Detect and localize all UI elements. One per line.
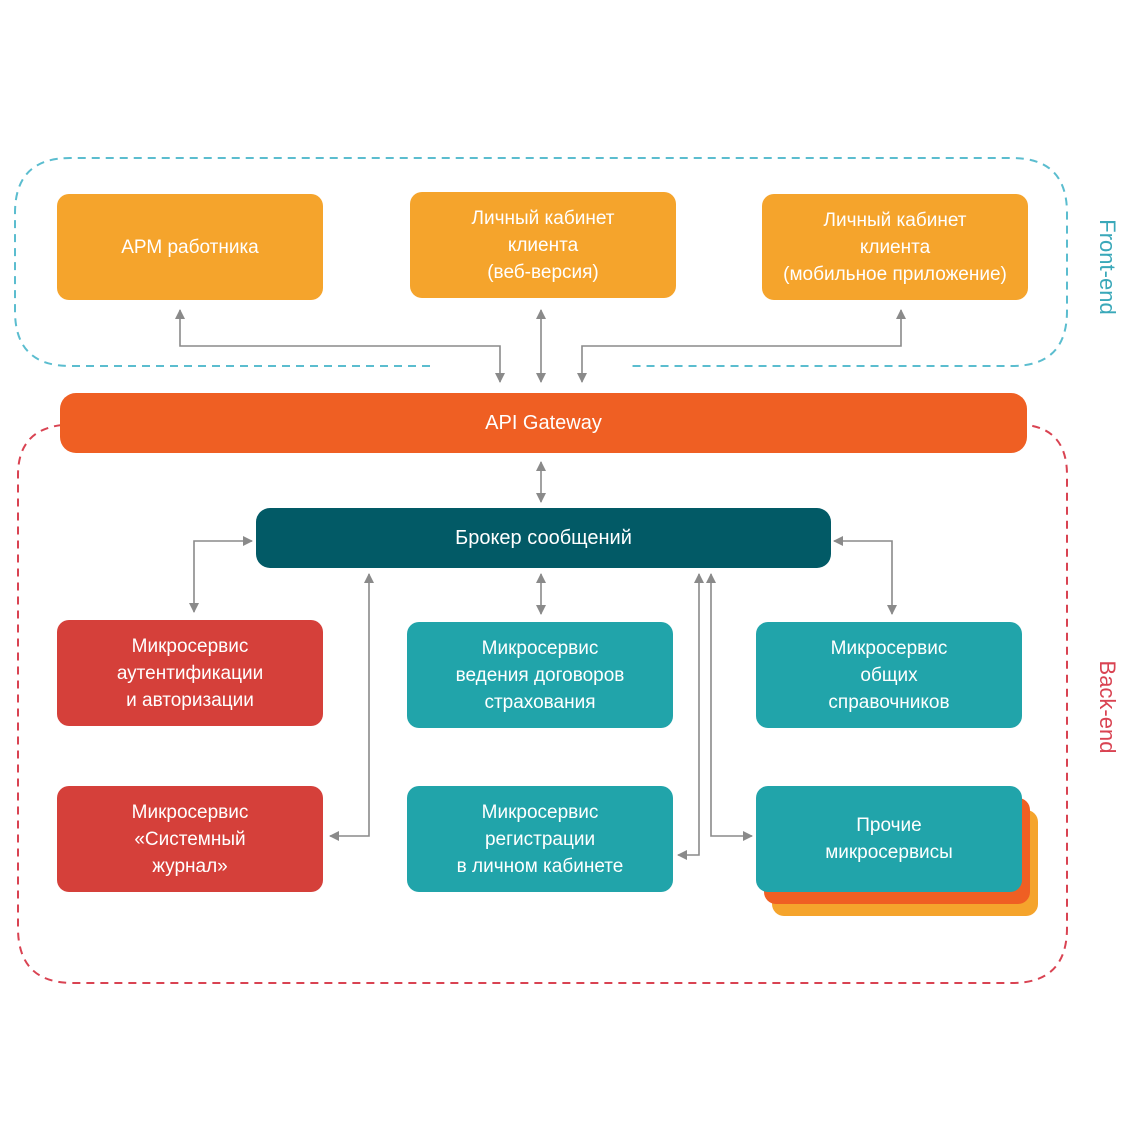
back-end-label: Back-end [1095,660,1120,754]
arrow-broker-auth [189,536,253,613]
mobile-cabinet-box: Личный кабинет клиента (мобильное прилож… [762,194,1028,300]
contracts-service-box: Микросервис ведения договоров страховани… [407,622,673,728]
api-gateway-label: API Gateway [485,411,602,434]
message-broker-label: Брокер сообщений [455,526,632,549]
journal-service-box: Микросервис «Системный журнал» [57,786,323,892]
arrow-broker-registration [677,573,704,860]
journal-service-label: Микросервис «Системный журнал» [131,801,249,877]
web-cabinet-label: Личный кабинет клиента (веб-версия) [471,207,615,283]
back-end-zone-border [17,424,1068,984]
mobile-cabinet-label: Личный кабинет клиента (мобильное прилож… [783,209,1007,285]
message-broker-bar: Брокер сообщений [256,508,831,568]
other-services-box: Прочие микросервисы [756,786,1022,892]
front-end-zone-border [14,157,1068,367]
registration-service-label: Микросервис регистрации в личном кабинет… [456,801,624,877]
arrow-mobile-gateway [577,309,906,383]
arrow-broker-references [833,536,897,615]
arrow-broker-other [706,573,753,841]
arm-label: АРМ работника [121,236,259,258]
auth-service-label: Микросервис аутентификации и авторизации [116,635,264,711]
auth-service-box: Микросервис аутентификации и авторизации [57,620,323,726]
api-gateway-bar: API Gateway [60,393,1027,453]
arrow-arm-gateway [175,309,505,383]
registration-service-box: Микросервис регистрации в личном кабинет… [407,786,673,892]
arrow-broker-journal [329,573,374,841]
references-service-label: Микросервис общих справочников [828,637,950,713]
front-end-label: Front-end [1095,219,1120,315]
web-cabinet-box: Личный кабинет клиента (веб-версия) [410,192,676,298]
contracts-service-label: Микросервис ведения договоров страховани… [455,637,625,713]
references-service-box: Микросервис общих справочников [756,622,1022,728]
other-services-label: Прочие микросервисы [825,815,953,863]
arm-box: АРМ работника [57,194,323,300]
